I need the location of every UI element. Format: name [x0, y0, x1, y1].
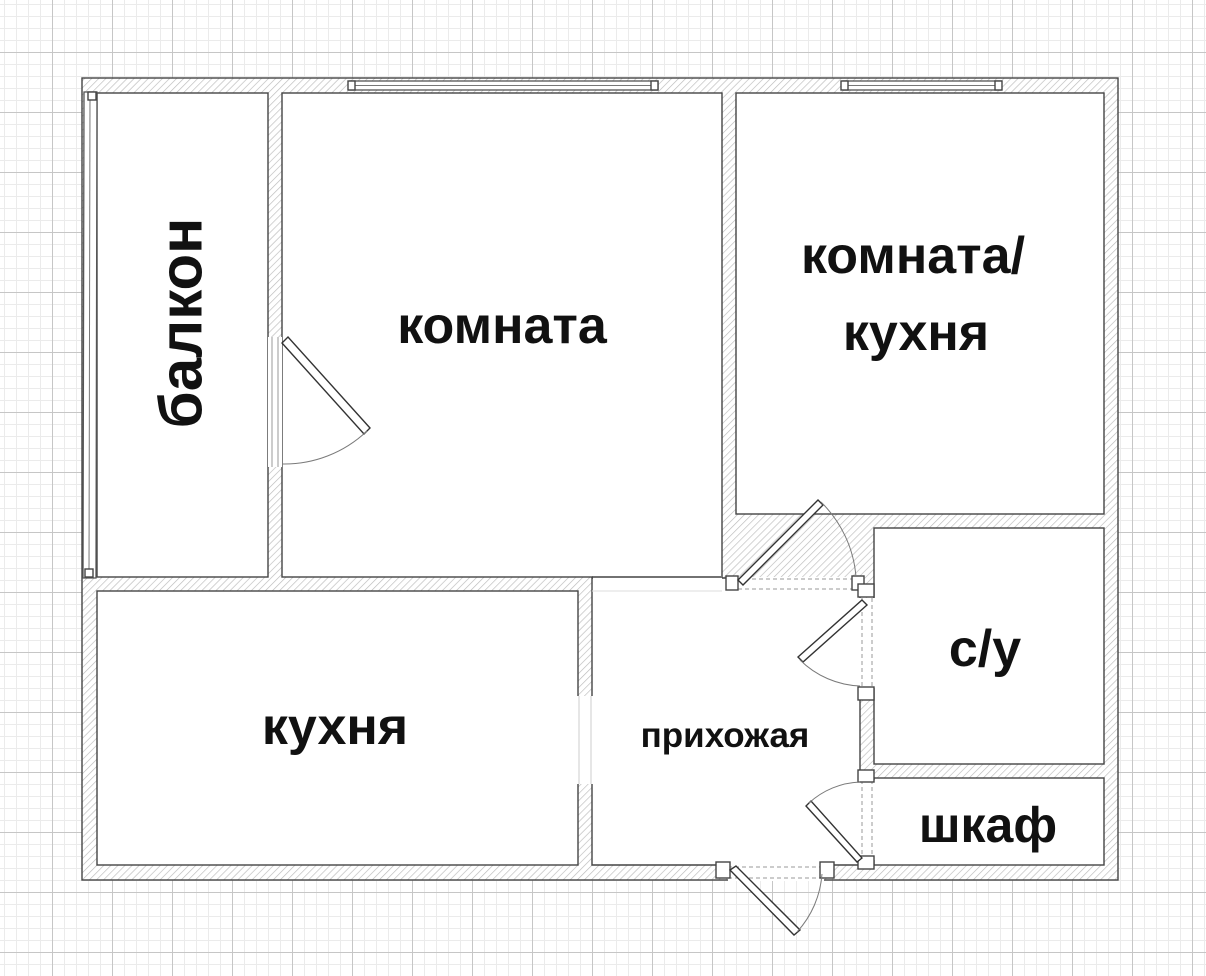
label-room-kitchen-line1: комната/: [801, 227, 1025, 285]
label-room-kitchen-line2: кухня: [843, 304, 989, 362]
label-balcony: балкон: [148, 218, 215, 429]
kitchen-hallway-opening: [576, 696, 594, 784]
bathroom-room: [873, 527, 1105, 765]
label-kitchen: кухня: [262, 698, 408, 756]
kitchen-room: [96, 590, 579, 866]
window-top-right: [840, 80, 1003, 91]
room-hallway-opening: [593, 576, 722, 592]
room-kitchen: [735, 92, 1105, 515]
door-closet: [805, 769, 875, 870]
door-bathroom: [796, 583, 875, 701]
label-bathroom: с/у: [949, 620, 1021, 678]
balcony-glazing: [82, 91, 98, 579]
label-room: комната: [397, 297, 608, 355]
balcony-room: [96, 92, 269, 578]
window-top-left: [347, 80, 659, 91]
balcony-door: [268, 335, 371, 467]
entrance-door: [715, 861, 835, 936]
door-room-kitchen: [725, 499, 865, 591]
label-hallway: прихожая: [641, 716, 810, 755]
label-closet: шкаф: [919, 797, 1057, 853]
room-main: [281, 92, 723, 578]
closet-room: [873, 777, 1105, 866]
